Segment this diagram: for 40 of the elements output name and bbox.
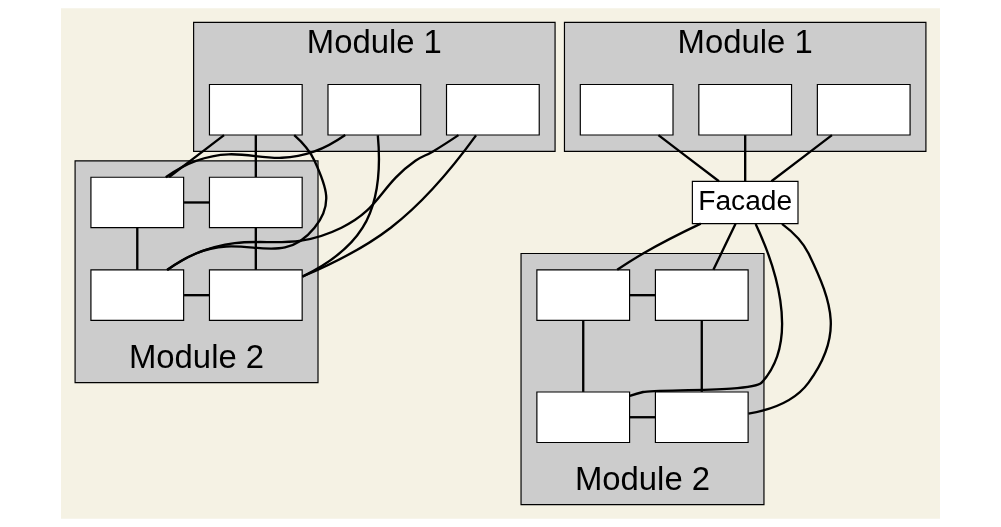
connector <box>184 201 210 204</box>
connector <box>629 223 784 397</box>
connector <box>770 134 833 183</box>
node-box <box>536 269 631 321</box>
connector <box>302 134 477 278</box>
connector <box>184 294 210 297</box>
connector <box>630 416 656 419</box>
node-box <box>327 83 422 136</box>
connector <box>657 134 720 183</box>
connector <box>582 320 585 392</box>
node-box <box>654 391 749 444</box>
connector <box>168 134 225 178</box>
node-box <box>698 83 793 136</box>
node-box <box>654 269 749 321</box>
connector <box>166 134 460 271</box>
node-box <box>208 269 303 321</box>
connector <box>136 227 139 270</box>
connector <box>254 227 257 270</box>
node-box <box>208 176 303 229</box>
node-box <box>536 391 631 444</box>
connector <box>744 135 747 182</box>
node-box <box>208 83 303 136</box>
node-box <box>445 83 540 136</box>
cluster: Module 2 <box>74 160 319 384</box>
node-box <box>90 176 185 229</box>
connector <box>712 223 737 271</box>
connector <box>748 222 832 415</box>
node-box <box>579 83 674 136</box>
node-box <box>816 83 911 136</box>
connector <box>700 320 703 392</box>
connector <box>165 134 346 179</box>
cluster: Module 1 <box>193 21 556 152</box>
cluster: Module 2 <box>520 252 765 506</box>
node-box: Facade <box>691 180 799 225</box>
cluster: Module 1 <box>563 21 927 152</box>
connector <box>630 294 656 297</box>
node-box <box>90 269 185 321</box>
connector <box>616 222 702 271</box>
connector <box>254 135 257 177</box>
connector <box>166 134 328 271</box>
